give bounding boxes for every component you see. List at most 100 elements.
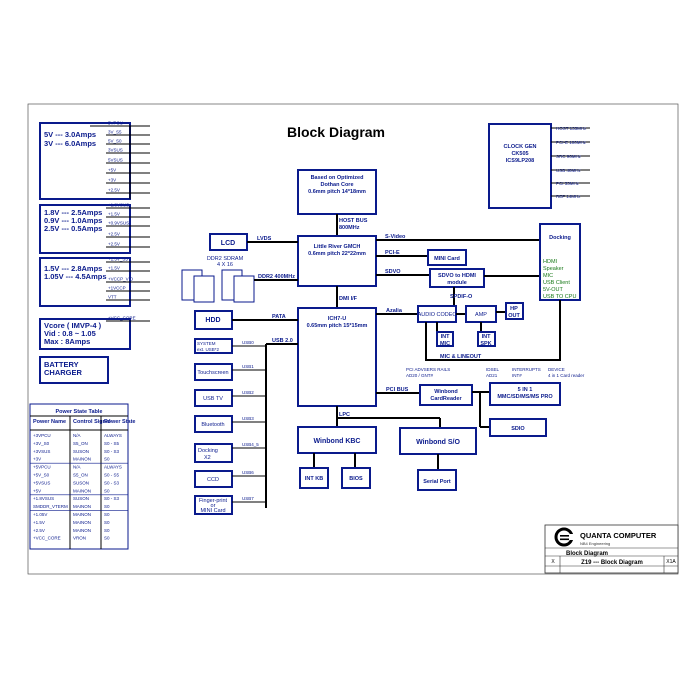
power-table-cell: +1.8VSUS — [33, 496, 54, 501]
quanta-logo — [554, 527, 574, 547]
svg-text:Vcore ( IMVP-4 ): Vcore ( IMVP-4 ) — [44, 321, 102, 330]
sdvo-hdmi-block — [429, 268, 485, 288]
title-block: QUANTA COMPUTER NB4 Engineering Block Di… — [544, 524, 679, 574]
power-table-cell: ALWAYS — [104, 433, 122, 438]
gmch-block: Little River GMCH 0.6mm pitch 22*22mm — [297, 235, 377, 287]
int-kb-block — [299, 467, 329, 489]
bios-block — [341, 467, 371, 489]
svg-text:5V_S0: 5V_S0 — [108, 139, 122, 144]
mini-card-block — [427, 249, 467, 266]
svg-text:OUT: OUT — [508, 313, 520, 319]
svg-text:ICH7-U: ICH7-U — [328, 316, 346, 322]
svg-text:SRC 96MHz: SRC 96MHz — [556, 154, 582, 159]
power-table-cell: S0 - S3 — [104, 496, 120, 501]
svg-text:VTT: VTT — [108, 295, 117, 300]
svg-text:USB0: USB0 — [242, 340, 254, 345]
svg-text:4 in 1 Card reader: 4 in 1 Card reader — [548, 373, 585, 378]
ddr2-config: 4 X 16 — [217, 262, 233, 268]
svg-text:Power State Table: Power State Table — [56, 409, 103, 415]
power-table-cell: S0 — [104, 528, 110, 533]
mic-lineout-label: MIC & LINEOUT — [440, 354, 482, 360]
spdif-label: SPDIF-O — [450, 294, 473, 300]
power-table-cell: S0 - S3 — [104, 449, 120, 454]
svg-text:0.9V --- 1.0Amps: 0.9V --- 1.0Amps — [44, 216, 102, 225]
hdd-label: HDD — [205, 317, 220, 324]
power-table-cell: +3VSUS — [33, 449, 50, 454]
svg-text:AD20 / GNT#: AD20 / GNT# — [406, 373, 434, 378]
svg-text:5V --- 3.0Amps: 5V --- 3.0Amps — [44, 130, 96, 139]
diagram-title: Block Diagram — [287, 124, 385, 140]
power-group-vcore: Vcore ( IMVP-4 ) Vid : 0.8 ~ 1.05 Max : … — [39, 318, 131, 350]
svg-text:PCI ADVSERS RAILS: PCI ADVSERS RAILS — [406, 367, 450, 372]
docking-x2-block — [194, 443, 233, 463]
svg-text:SPK: SPK — [480, 341, 491, 347]
power-table-cell: SUSON — [73, 480, 89, 485]
audio-codec-label: AUDIO CODEC — [418, 312, 457, 318]
svg-text:Max : 8Amps: Max : 8Amps — [44, 337, 90, 346]
ddr2-sodimm — [181, 269, 255, 303]
svg-text:USB Client: USB Client — [543, 280, 570, 286]
svg-text:MIC: MIC — [543, 273, 553, 279]
svg-text:+2.5V: +2.5V — [108, 232, 120, 237]
svg-text:+1VCCP: +1VCCP — [108, 286, 126, 291]
svg-text:+1.5V: +1.5V — [108, 266, 120, 271]
usb-tv-block — [194, 389, 233, 407]
pci-bus-label: PCI BUS — [386, 387, 409, 393]
usb-bus-label: USB 2.0 — [272, 338, 293, 344]
power-table-cell: MAINON — [73, 528, 91, 533]
company-name: QUANTA COMPUTER — [580, 531, 657, 540]
power-table-cell: S5_ON — [73, 473, 88, 478]
svg-text:0.6mm pitch 14*18mm: 0.6mm pitch 14*18mm — [308, 189, 366, 195]
dmi-label: DMI I/F — [339, 296, 358, 302]
power-table-cell: ALWAYS — [104, 465, 122, 470]
svg-text:USB TO CPU: USB TO CPU — [543, 294, 576, 300]
power-table-cell: MAINON — [73, 520, 91, 525]
rail-group-1: +1.8VSUS +1.5V +0.9VSUS +2.5V +2.5V — [106, 203, 150, 248]
svg-text:+1.5V_S5: +1.5V_S5 — [108, 257, 128, 262]
svg-text:+1.8VSUS: +1.8VSUS — [108, 203, 129, 208]
lvds-label: LVDS — [257, 236, 272, 242]
rail-group-3: +VCC_CORE — [106, 316, 150, 322]
svg-text:0.6mm pitch 22*22mm: 0.6mm pitch 22*22mm — [308, 251, 366, 257]
svg-text:HDMI: HDMI — [543, 259, 558, 265]
svg-text:ext. USB*2: ext. USB*2 — [197, 347, 220, 352]
ddr2-bus-label: DDR2 400MHz — [258, 274, 295, 280]
bluetooth-block — [194, 415, 233, 433]
cardreader-block — [419, 384, 473, 406]
power-table-cell: SMDDR_VTERM — [33, 504, 68, 509]
svg-text:INT#: INT# — [512, 373, 522, 378]
svg-text:2.5V --- 0.5Amps: 2.5V --- 0.5Amps — [44, 224, 102, 233]
power-table-cell: +1.05V — [33, 512, 47, 517]
svg-text:Based on Optimized: Based on Optimized — [311, 175, 364, 181]
serial-port-block — [417, 469, 457, 491]
power-table-cell: +5V — [33, 488, 41, 493]
svg-text:+2.5V: +2.5V — [108, 188, 120, 193]
sheet-title: Block Diagram — [566, 551, 608, 557]
svg-text:MMC/SD/MS/MS PRO: MMC/SD/MS/MS PRO — [497, 394, 553, 400]
clock-outputs: HOST 133MHz PCI-E 100MHz SRC 96MHz USB 4… — [551, 126, 590, 199]
ich-block: ICH7-U 0.65mm pitch 15*15mm — [297, 307, 377, 407]
svg-text:Speaker: Speaker — [543, 266, 564, 272]
power-table-cell: +5V_S0 — [33, 473, 50, 478]
svg-text:REF 14MHz: REF 14MHz — [556, 194, 581, 199]
svg-text:Winbond: Winbond — [434, 389, 457, 395]
svg-text:PCI-E 100MHz: PCI-E 100MHz — [556, 140, 587, 145]
svg-text:Dothan Core: Dothan Core — [321, 182, 354, 188]
svg-text:5VPCU: 5VPCU — [108, 121, 123, 126]
azalia-label: Azalia — [386, 308, 403, 314]
rail-group-0: 5VPCU 3V_S5 5V_S0 3VSUS 5VSUS +5V +3V +2… — [106, 121, 150, 199]
svg-text:Control Signal: Control Signal — [73, 419, 111, 425]
svg-text:X2: X2 — [204, 455, 211, 461]
svg-text:USB2: USB2 — [242, 390, 254, 395]
svg-text:+3V: +3V — [108, 178, 116, 183]
svg-text:X: X — [551, 559, 555, 565]
amp-label: AMP — [475, 312, 487, 318]
power-group-1v8: 1.8V --- 2.5Amps 0.9V --- 1.0Amps 2.5V -… — [39, 204, 131, 254]
power-table-cell: +5VSUS — [33, 480, 50, 485]
power-table-cell: SUSON — [73, 449, 89, 454]
svg-text:INT KB: INT KB — [305, 476, 323, 482]
svg-text:SYSTEM: SYSTEM — [197, 341, 216, 346]
svg-text:CCD: CCD — [207, 477, 219, 483]
power-table-cell: +3V — [33, 457, 41, 462]
power-table-cell: S0 — [104, 457, 110, 462]
